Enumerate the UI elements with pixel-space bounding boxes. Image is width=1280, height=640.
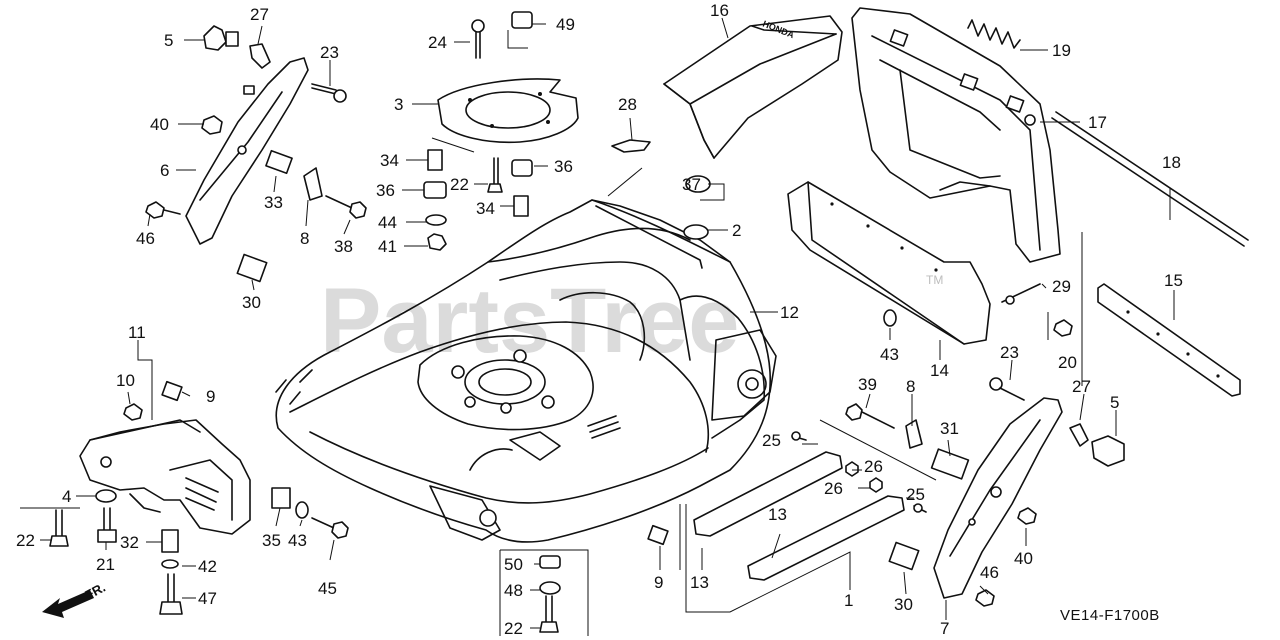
callout-number: 40	[1014, 549, 1033, 568]
watermark: PartsTree	[320, 270, 739, 372]
callout-number: 12	[780, 303, 799, 322]
callout-number: 44	[378, 213, 397, 232]
callout-number: 26	[824, 479, 843, 498]
callout-number: 19	[1052, 41, 1071, 60]
rear-guard-part: HONDA	[663, 15, 843, 159]
rod-part	[1051, 111, 1249, 247]
callout-number: 36	[554, 157, 573, 176]
callout-number: 29	[1052, 277, 1071, 296]
callout-number: 46	[136, 229, 155, 248]
callout-number: 39	[858, 375, 877, 394]
callout-number: 45	[318, 579, 337, 598]
callout-number: 1	[844, 591, 853, 610]
callout-number: 4	[62, 487, 71, 506]
callout-number: 43	[288, 531, 307, 550]
callout-number: 21	[96, 555, 115, 574]
callout-number: 36	[376, 181, 395, 200]
rear-flap-part	[851, 7, 1061, 263]
flap-plate-part	[787, 181, 991, 345]
callout-number: 30	[242, 293, 261, 312]
callout-number: 40	[150, 115, 169, 134]
callout-number: 37	[682, 175, 701, 194]
callout-number: 34	[380, 151, 399, 170]
callout-number: 10	[116, 371, 135, 390]
callout-number: 43	[880, 345, 899, 364]
callout-number: 26	[864, 457, 883, 476]
callout-number: 13	[768, 505, 787, 524]
callout-number: 9	[654, 573, 663, 592]
strip-part	[1097, 283, 1241, 397]
callout-number: 27	[1072, 377, 1091, 396]
callout-number: 27	[250, 5, 269, 24]
callout-number: 42	[198, 557, 217, 576]
callout-number: 48	[504, 581, 523, 600]
front-bracket-part	[79, 419, 251, 535]
front-direction-arrow: FR.	[42, 580, 108, 618]
hardware-parts	[49, 11, 1125, 633]
callout-number: 22	[16, 531, 35, 550]
diagram-code: VE14-F1700B	[1060, 607, 1160, 624]
callout-number: 16	[710, 1, 729, 20]
callout-number: 22	[450, 175, 469, 194]
mower-deck-part	[275, 199, 777, 543]
watermark-trademark: TM	[926, 273, 943, 287]
callout-number: 15	[1164, 271, 1183, 290]
callout-number: 28	[618, 95, 637, 114]
callout-number: 46	[980, 563, 999, 582]
callout-number: 24	[428, 33, 447, 52]
callout-number: 2	[732, 221, 741, 240]
callout-number: 25	[906, 485, 925, 504]
spring-part	[967, 19, 1021, 49]
blade-plate-part	[437, 78, 579, 144]
callout-number: 5	[164, 31, 173, 50]
callout-number: 8	[300, 229, 309, 248]
callout-number: 22	[504, 619, 523, 638]
callout-number: 34	[476, 199, 495, 218]
callout-number: 9	[206, 387, 215, 406]
callout-number: 7	[940, 619, 949, 638]
callout-number: 31	[940, 419, 959, 438]
callout-number: 30	[894, 595, 913, 614]
callout-number: 50	[504, 555, 523, 574]
callout-number: 41	[378, 237, 397, 256]
height-lever-left-part	[185, 57, 309, 245]
callout-number: 20	[1058, 353, 1077, 372]
callout-number: 5	[1110, 393, 1119, 412]
callout-number: 49	[556, 15, 575, 34]
callout-number: 38	[334, 237, 353, 256]
callout-number: 3	[394, 95, 403, 114]
callout-number: 25	[762, 431, 781, 450]
leader-lines	[20, 17, 1175, 636]
callout-number: 13	[690, 573, 709, 592]
callout-number: 23	[320, 43, 339, 62]
height-lever-right-part	[933, 397, 1063, 599]
callout-number: 47	[198, 589, 217, 608]
callout-labels: 5 27 23 40 6 46 33 8 38 30 24 49 3 34 36…	[16, 1, 1183, 638]
axle-bar-part	[693, 451, 905, 581]
callout-number: 17	[1088, 113, 1107, 132]
callout-number: 23	[1000, 343, 1019, 362]
callout-number: 6	[160, 161, 169, 180]
callout-number: 14	[930, 361, 949, 380]
callout-number: 35	[262, 531, 281, 550]
callout-number: 33	[264, 193, 283, 212]
callout-number: 32	[120, 533, 139, 552]
callout-number: 11	[128, 323, 146, 342]
callout-number: 8	[906, 377, 915, 396]
callout-number: 18	[1162, 153, 1181, 172]
